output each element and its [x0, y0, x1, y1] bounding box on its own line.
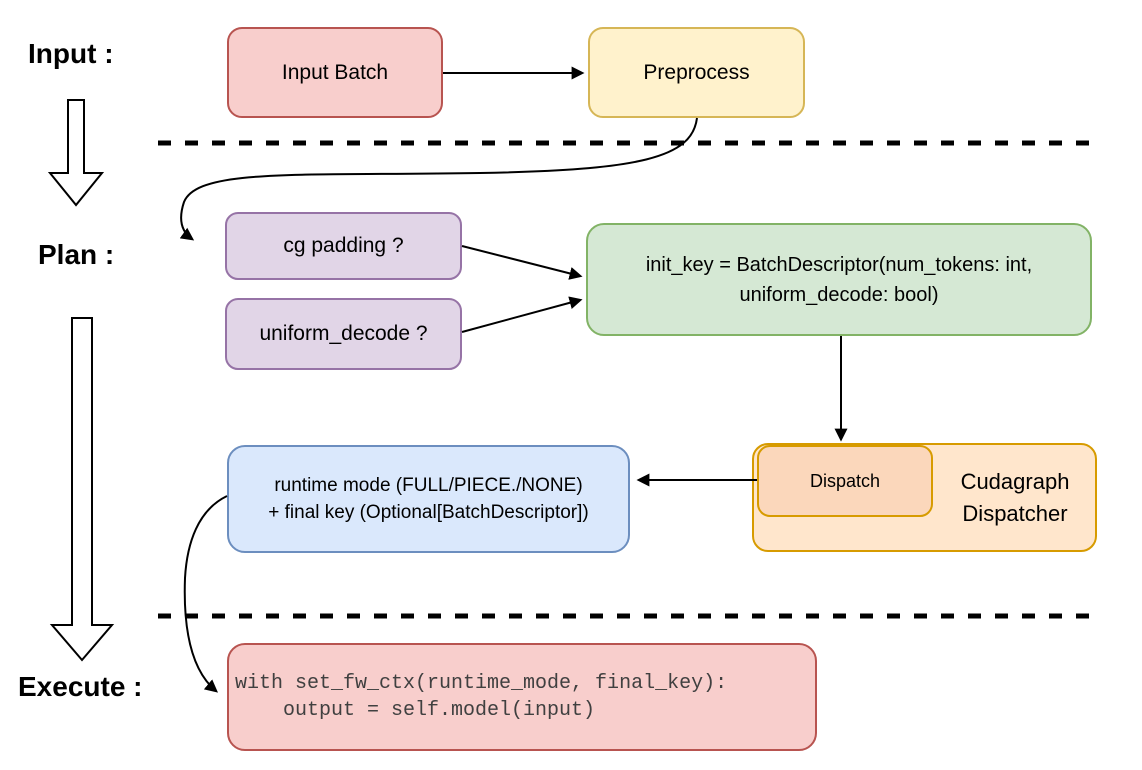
node-execute-code: with set_fw_ctx(runtime_mode, final_key)…: [227, 643, 817, 751]
node-cg-padding: cg padding ?: [225, 212, 462, 280]
input-to-plan-arrow-icon: [47, 99, 105, 207]
node-dispatch-label: Dispatch: [809, 470, 881, 491]
node-uniform-decode-label: uniform_decode ?: [259, 322, 428, 345]
arrow-runtime-mode-to-execute-code: [183, 495, 228, 693]
stage-label-input: Input :: [28, 38, 114, 69]
arrow-cg-padding-to-init-key: [461, 245, 583, 280]
stage-label-plan: Plan :: [38, 239, 115, 270]
node-init-key-line1: init_key = BatchDescriptor(num_tokens: i…: [645, 253, 1033, 276]
node-cudagraph-dispatcher-label: Cudagraph Dispatcher: [935, 443, 1095, 552]
node-input-batch: Input Batch: [227, 27, 443, 118]
node-init-key: init_key = BatchDescriptor(num_tokens: i…: [586, 223, 1092, 336]
arrow-uniform-decode-to-init-key: [461, 296, 583, 333]
plan-to-execute-arrow-icon: [49, 317, 115, 662]
node-input-batch-label: Input Batch: [281, 60, 389, 84]
node-uniform-decode: uniform_decode ?: [225, 298, 462, 370]
node-runtime-mode-line1: runtime mode (FULL/PIECE./NONE): [274, 475, 583, 496]
execute-code-line1: with set_fw_ctx(runtime_mode, final_key)…: [235, 672, 728, 695]
node-preprocess-label: Preprocess: [643, 60, 750, 84]
stage-label-execute: Execute :: [18, 671, 143, 702]
node-runtime-mode: runtime mode (FULL/PIECE./NONE) + final …: [227, 445, 630, 553]
execute-code-line2: output = self.model(input): [235, 699, 596, 722]
cudagraph-label-line1: Cudagraph: [960, 468, 1070, 494]
cudagraph-label-line2: Dispatcher: [962, 500, 1068, 526]
node-init-key-line2: uniform_decode: bool): [739, 283, 939, 306]
node-runtime-mode-line2: + final key (Optional[BatchDescriptor]): [268, 502, 589, 523]
node-dispatch: Dispatch: [757, 445, 933, 517]
node-preprocess: Preprocess: [588, 27, 805, 118]
node-cg-padding-label: cg padding ?: [283, 234, 404, 257]
